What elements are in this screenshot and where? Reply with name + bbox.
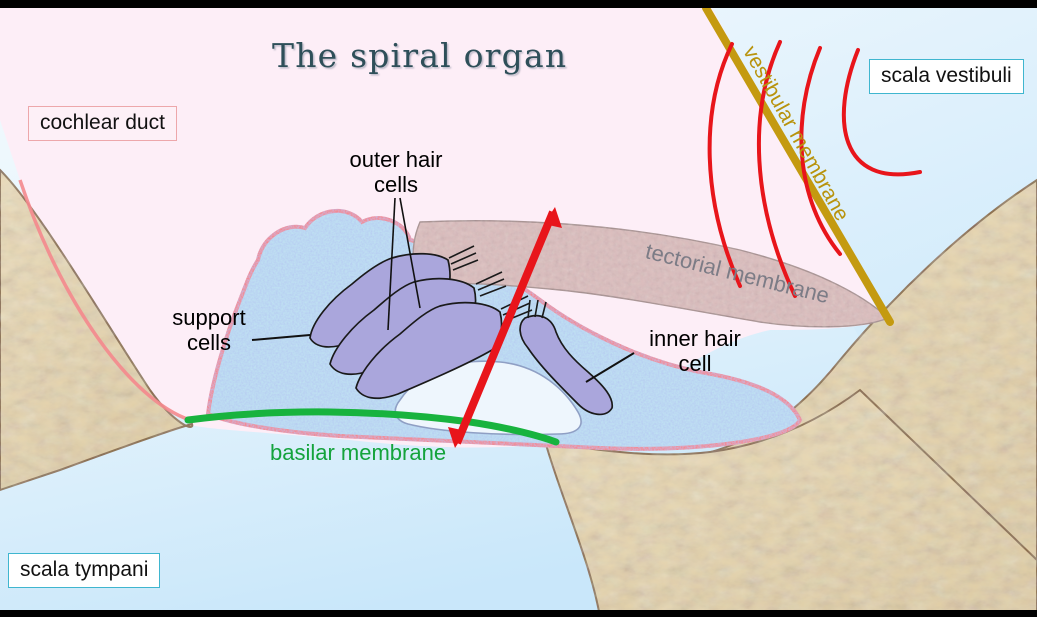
label-outer-hair-cells: outer hair cells (341, 147, 451, 197)
leader-lines (251, 197, 635, 383)
label-support-cells-line1: support (172, 305, 246, 330)
label-cochlear-duct[interactable]: cochlear duct (28, 106, 177, 142)
label-inner-hair-cell-line1: inner hair (649, 326, 741, 351)
label-outer-hair-cells-line2: cells (373, 171, 418, 197)
label-scala-vestibuli[interactable]: scala vestibuli (869, 59, 1024, 95)
arrowhead-up (544, 207, 562, 228)
basilar-membrane-line (184, 408, 560, 446)
frame-top-bar (0, 0, 1037, 8)
sound-wave-arc-4 (841, 48, 922, 177)
label-inner-hair-cell: inner hair cell (641, 326, 749, 376)
sound-wave-arcs (707, 40, 922, 298)
basilar-tectorial-shear-arrow (448, 207, 562, 448)
leader-support-cells (251, 334, 311, 341)
inner-hair-cell-stereocilia (527, 299, 547, 319)
leader-outer-hair-cells-1 (387, 197, 396, 331)
label-outer-hair-cells-line1: outer hair (349, 147, 443, 172)
vestibular-membrane-line (702, 4, 894, 326)
arrowhead-down (448, 427, 466, 448)
label-basilar-membrane: basilar membrane (270, 440, 447, 465)
sound-wave-arc-3 (799, 46, 842, 256)
leader-inner-hair-cell (585, 352, 635, 383)
cochlear-duct-outline-left (18, 179, 191, 422)
label-inner-hair-cell-line2: cell (678, 350, 712, 376)
sound-wave-arc-2 (756, 40, 797, 298)
outer-hair-cell-3 (355, 301, 503, 400)
sound-wave-arc-1 (707, 42, 742, 288)
leader-outer-hair-cells-2 (399, 197, 421, 309)
page-title: The spiral organ (272, 36, 568, 75)
inner-hair-cell (519, 314, 614, 416)
label-scala-tympani[interactable]: scala tympani (8, 553, 161, 589)
bone-lower-lamina (543, 388, 1037, 617)
label-support-cells-line2: cells (186, 329, 231, 355)
label-support-cells: support cells (163, 305, 255, 355)
frame-bottom-bar (0, 610, 1037, 617)
